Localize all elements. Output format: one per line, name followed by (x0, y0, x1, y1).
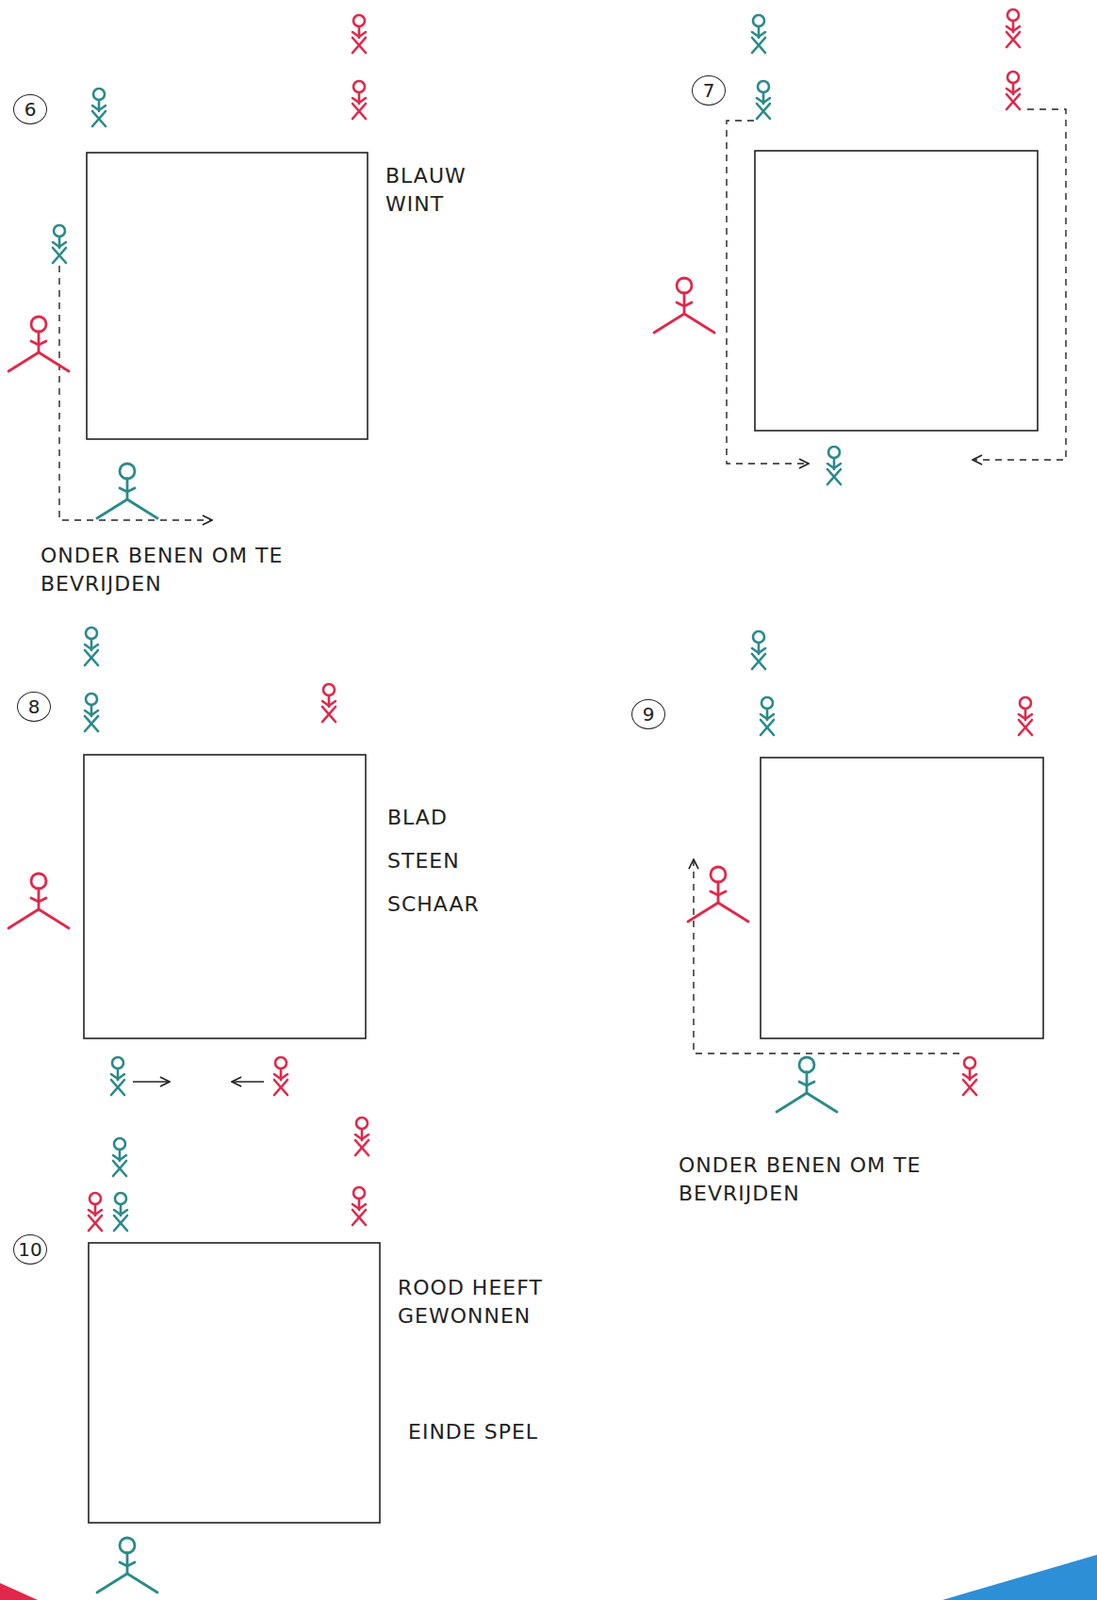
instruction-note: ONDER BENEN OM TE BEVRIJDEN (678, 1151, 962, 1208)
player-figure (352, 1187, 366, 1226)
corner-decoration (942, 1555, 1097, 1600)
player-figure (322, 684, 336, 722)
catcher-figure (687, 867, 749, 922)
catcher-figure (8, 316, 69, 372)
panel-number: 9 (631, 699, 666, 730)
player-figure (113, 1138, 127, 1177)
catcher-figure (97, 463, 158, 519)
dashed-path (972, 109, 1066, 460)
instruction-note: ROOD HEEFT GEWONNEN (397, 1274, 568, 1330)
panel-number: 6 (13, 94, 48, 125)
player-figure (88, 1193, 102, 1231)
player-figure (274, 1057, 288, 1096)
player-figure (355, 1117, 369, 1156)
panel-number: 7 (691, 75, 726, 106)
instruction-note: ONDER BENEN OM TE BEVRIJDEN (40, 541, 324, 598)
player-figure (84, 627, 99, 666)
play-field (83, 754, 366, 1039)
player-figure (1018, 697, 1032, 736)
instruction-note: BLAUW WINT (385, 162, 467, 218)
player-figure (52, 225, 66, 263)
player-figure (92, 88, 106, 127)
player-figure (352, 15, 366, 53)
player-figure (84, 693, 99, 732)
player-figure (963, 1057, 977, 1096)
play-field (760, 757, 1044, 1039)
player-figure (752, 15, 766, 53)
player-figure (756, 81, 770, 119)
dashed-path (693, 859, 960, 1054)
player-figure (111, 1057, 125, 1096)
panel-number: 10 (13, 1234, 48, 1265)
move-arrow (132, 1080, 170, 1082)
dashed-path (726, 120, 809, 464)
play-field (754, 150, 1038, 431)
catcher-figure (654, 278, 715, 333)
instruction-note: EINDE SPEL (408, 1418, 539, 1447)
corner-decoration (0, 1583, 38, 1600)
player-figure (827, 446, 841, 485)
catcher-figure (8, 873, 69, 929)
player-figure (760, 697, 774, 736)
panel-number: 8 (16, 691, 51, 722)
player-figure (1006, 9, 1020, 48)
instruction-note: BLAD STEEN SCHAAR (387, 796, 480, 928)
dashed-path (59, 265, 213, 521)
player-figure (752, 631, 766, 670)
move-arrow (231, 1080, 264, 1082)
play-field (88, 1243, 380, 1523)
player-figure (114, 1193, 128, 1231)
player-figure (352, 81, 366, 119)
play-field (86, 152, 368, 440)
catcher-figure (776, 1057, 837, 1113)
catcher-figure (97, 1538, 158, 1593)
player-figure (1006, 71, 1020, 110)
